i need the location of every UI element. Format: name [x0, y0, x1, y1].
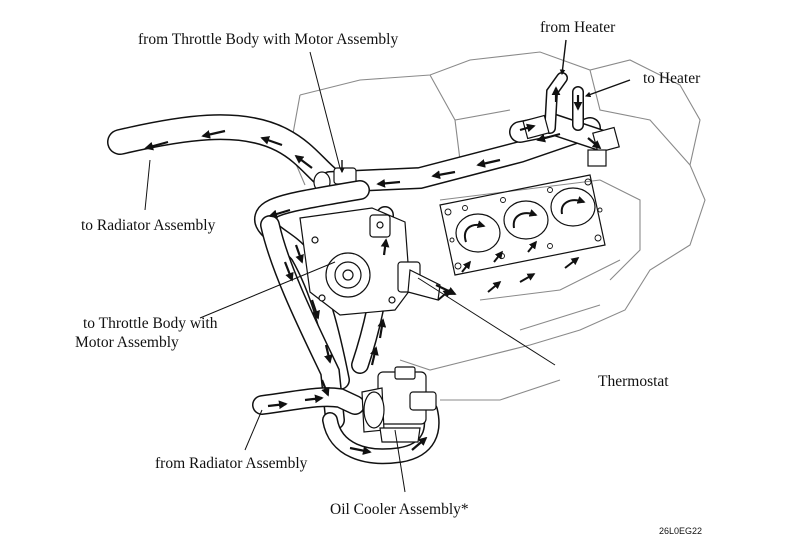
label-from-throttle-body: from Throttle Body with Motor Assembly — [138, 31, 399, 48]
lower-radiator-hose — [252, 387, 440, 465]
label-from-heater: from Heater — [540, 19, 616, 36]
heater-water-pipe — [319, 72, 620, 193]
label-to-throttle-body-line1: to Throttle Body with — [83, 315, 218, 332]
heater-leaders — [339, 39, 631, 174]
bore-flow-arrows — [464, 196, 586, 243]
label-to-heater: to Heater — [643, 70, 701, 87]
label-oil-cooler: Oil Cooler Assembly* — [330, 501, 469, 518]
leader-lines — [144, 51, 556, 493]
upper-radiator-hose — [107, 114, 343, 193]
label-from-radiator: from Radiator Assembly — [155, 455, 308, 472]
label-to-radiator: to Radiator Assembly — [81, 217, 216, 234]
hose-flow-arrows — [144, 86, 602, 455]
figure-code: 26L0EG22 — [659, 526, 703, 536]
label-thermostat: Thermostat — [598, 373, 669, 390]
label-to-throttle-body-line2: Motor Assembly — [75, 334, 179, 351]
oil-cooler-unit — [361, 366, 437, 443]
block-passage-arrows — [437, 240, 580, 301]
water-pump-housing — [299, 207, 441, 316]
engine-block-outline — [289, 51, 706, 401]
